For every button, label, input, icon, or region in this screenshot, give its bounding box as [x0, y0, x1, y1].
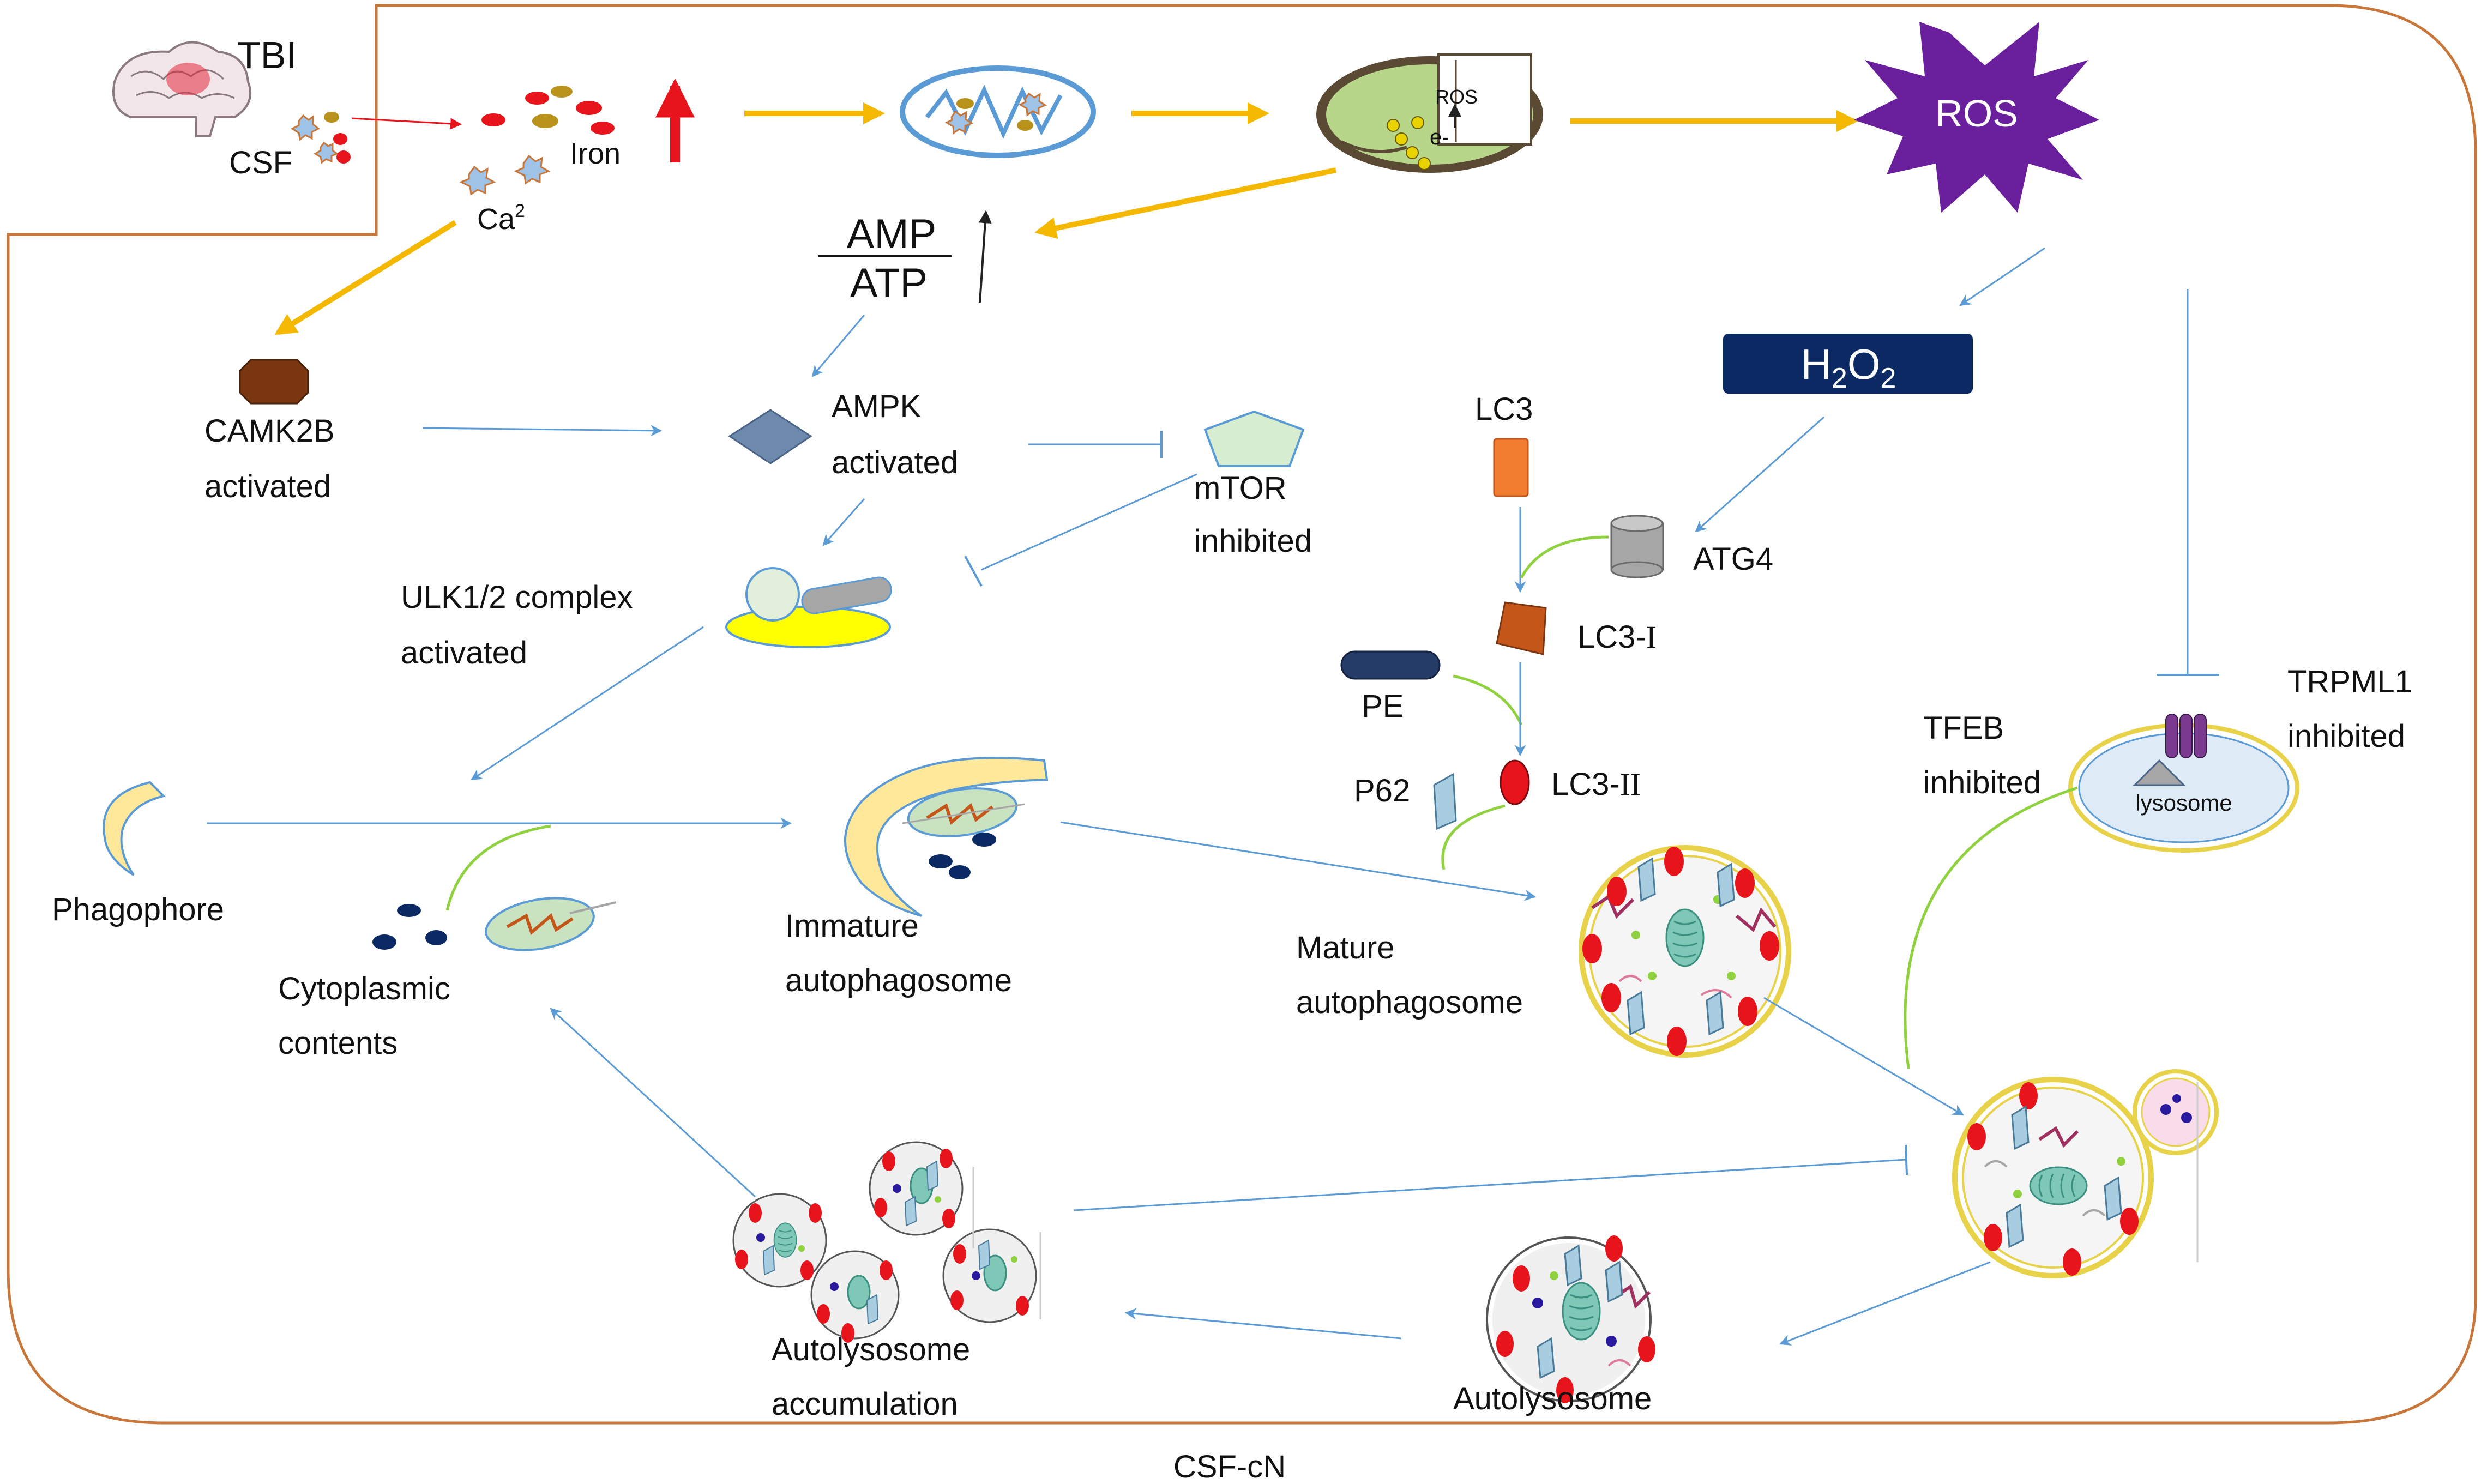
lc3-i-label: LC3-I — [1577, 619, 1657, 655]
iron-label: Iron — [570, 137, 621, 170]
mtor-inhibits-ulk — [964, 473, 1197, 587]
trpml1-label: TRPML1 — [2287, 664, 2412, 699]
ros-mito-label: ROS — [1435, 86, 1478, 108]
immature-label: Immature — [785, 908, 919, 944]
h2o2-label: H2O2 — [1801, 340, 1896, 394]
ulk-label: ULK1/2 complex — [401, 580, 633, 615]
autolysosome-label: Autolysosome — [1453, 1381, 1652, 1416]
trpml1-inhibited-label: inhibited — [2287, 719, 2405, 754]
mature-label: Mature — [1296, 930, 1395, 966]
atp-label: ATP — [850, 260, 928, 306]
ampk-label: AMPK — [832, 389, 922, 424]
h2o2-box — [1723, 334, 1973, 394]
ulk-complex-icon — [725, 567, 892, 648]
ulk-to-phagophore-arrow — [471, 626, 704, 781]
atg4-cylinder-icon — [1610, 515, 1664, 578]
mature-to-fusion-arrow — [1763, 997, 1964, 1116]
autolysosome-icon — [1486, 1235, 1655, 1403]
amp-label: AMP — [847, 211, 937, 257]
immature-autophagosome-icon — [844, 757, 1049, 917]
fusion-to-autolysosome-arrow — [1779, 1261, 1991, 1346]
cell-boundary — [7, 4, 2477, 1425]
ros-to-h2o2-arrow — [1959, 247, 2045, 306]
atg4-catalysis-arc — [1520, 535, 1609, 579]
p62-icon — [1433, 773, 1457, 830]
csf-cn-caption: CSF-cN — [1173, 1449, 1286, 1484]
ampk-to-ulk-arrow — [822, 498, 865, 546]
amp-atp-to-ampk-arrow — [811, 315, 865, 377]
accumulation-label: Autolysosome — [772, 1332, 970, 1367]
p62-label: P62 — [1354, 773, 1410, 809]
lc3-ii-icon — [1500, 759, 1530, 805]
mtor-pentagon-icon — [1203, 410, 1305, 467]
immature-autophagosome-label: autophagosome — [785, 963, 1012, 998]
calcium-label: Ca2 — [477, 201, 525, 236]
phagophore-label: Phagophore — [52, 892, 224, 927]
tbi-label: TBI — [237, 34, 297, 76]
accumulation-inhibits-fusion — [1074, 1144, 1908, 1211]
mtor-inhibited-label: inhibited — [1194, 523, 1312, 559]
csf-label: CSF — [229, 145, 292, 180]
phagophore-icon — [103, 781, 166, 876]
brain-icon — [112, 41, 252, 137]
cytoplasmic-contents-icon — [372, 897, 617, 951]
autolysosome-to-accumulation-arrow — [1124, 1308, 1402, 1340]
yellow-arrow-to-camk2b — [274, 220, 457, 335]
cytoplasmic-green-arc — [445, 824, 551, 911]
ros-label: ROS — [1935, 92, 2018, 135]
accumulation-sublabel: accumulation — [772, 1386, 958, 1422]
pe-conjugation-arc — [1453, 674, 1523, 726]
lysosome-icon — [2068, 723, 2299, 853]
h2o2-to-atg4-arrow — [1695, 416, 1824, 533]
cytoplasmic-label: Cytoplasmic — [278, 971, 450, 1006]
pe-label: PE — [1362, 689, 1404, 724]
accumulation-to-cytoplasmic-arrow — [550, 1008, 756, 1198]
lc3-label: LC3 — [1475, 391, 1533, 427]
electron-label: e- — [1430, 125, 1449, 149]
mitochondrion-icon — [900, 65, 1096, 158]
cytoplasmic-contents-label: contents — [278, 1025, 398, 1061]
atg4-label: ATG4 — [1693, 541, 1773, 577]
amp-atp-increase-arrow — [978, 210, 992, 303]
tfeb-inhibited-label: inhibited — [1923, 765, 2041, 800]
mature-autophagosome-label: autophagosome — [1296, 985, 1523, 1020]
csf-particles — [291, 112, 351, 164]
tfeb-fusion-arc — [1904, 786, 2078, 1069]
yellow-arrow-to-amp-atp — [1034, 167, 1337, 239]
ulk-activated-label: activated — [401, 635, 527, 671]
mature-autophagosome-icon — [1579, 845, 1791, 1058]
ampk-activated-label: activated — [832, 445, 958, 480]
tfeb-label: TFEB — [1923, 710, 2004, 746]
camk2b-activated-label: activated — [204, 469, 331, 504]
ros-starburst-icon — [1854, 22, 2099, 213]
pe-icon — [1340, 650, 1441, 680]
lc3-ii-label: LC3-II — [1551, 767, 1641, 802]
ampk-diamond-icon — [728, 409, 812, 464]
damaged-mitochondrion-icon — [1316, 53, 1543, 173]
immature-to-mature-arrow — [1060, 821, 1537, 901]
lc3-i-icon — [1496, 601, 1547, 655]
mtor-label: mTOR — [1194, 470, 1287, 506]
trpml1-channel-icon — [2165, 714, 2207, 758]
ampk-inhibits-mtor — [1028, 431, 1163, 458]
camk2b-octagon-icon — [239, 359, 309, 405]
ros-inhibits-trpml1 — [2157, 289, 2219, 676]
lc3-icon — [1493, 438, 1529, 497]
csf-to-iron-arrow — [351, 117, 462, 130]
iron-calcium-particles — [459, 86, 615, 196]
fusion-autolysosome-icon — [1952, 1069, 2219, 1278]
camk2b-to-ampk-arrow — [422, 425, 663, 437]
p62-binding-arc — [1441, 804, 1506, 870]
camk2b-label: CAMK2B — [204, 413, 335, 449]
autolysosome-accumulation-icon — [732, 1141, 1041, 1343]
lysosome-label: lysosome — [2135, 790, 2232, 816]
